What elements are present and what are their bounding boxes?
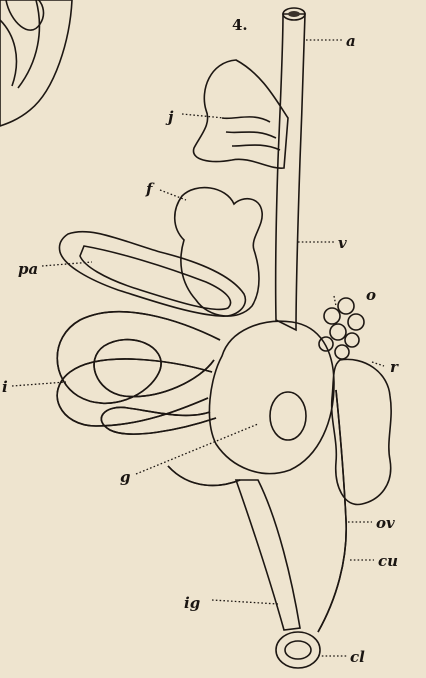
label-ig: ig — [184, 594, 200, 612]
organ-f — [175, 188, 262, 316]
label-pa: pa — [18, 260, 38, 278]
figure-number: 4. — [232, 16, 248, 34]
organ-pa — [59, 232, 245, 317]
organ-o — [319, 298, 364, 359]
label-r: r — [390, 358, 399, 376]
organ-ov — [318, 390, 346, 632]
partial-organ-top-left — [0, 0, 72, 126]
label-v: v — [338, 234, 347, 252]
label-a: a — [346, 32, 356, 50]
label-cu: cu — [378, 552, 398, 570]
label-o: o — [366, 286, 376, 304]
label-g: g — [120, 468, 131, 486]
organ-g — [209, 321, 334, 473]
organ-i — [57, 312, 220, 434]
label-j: j — [165, 108, 174, 126]
label-f: f — [145, 180, 155, 198]
label-ov: ov — [376, 514, 395, 532]
label-cl: cl — [350, 648, 365, 666]
esophagus-tube — [276, 8, 305, 330]
label-i: i — [2, 378, 8, 396]
organ-j — [193, 60, 288, 168]
leader-lines — [12, 40, 384, 656]
organ-cl — [276, 632, 320, 668]
